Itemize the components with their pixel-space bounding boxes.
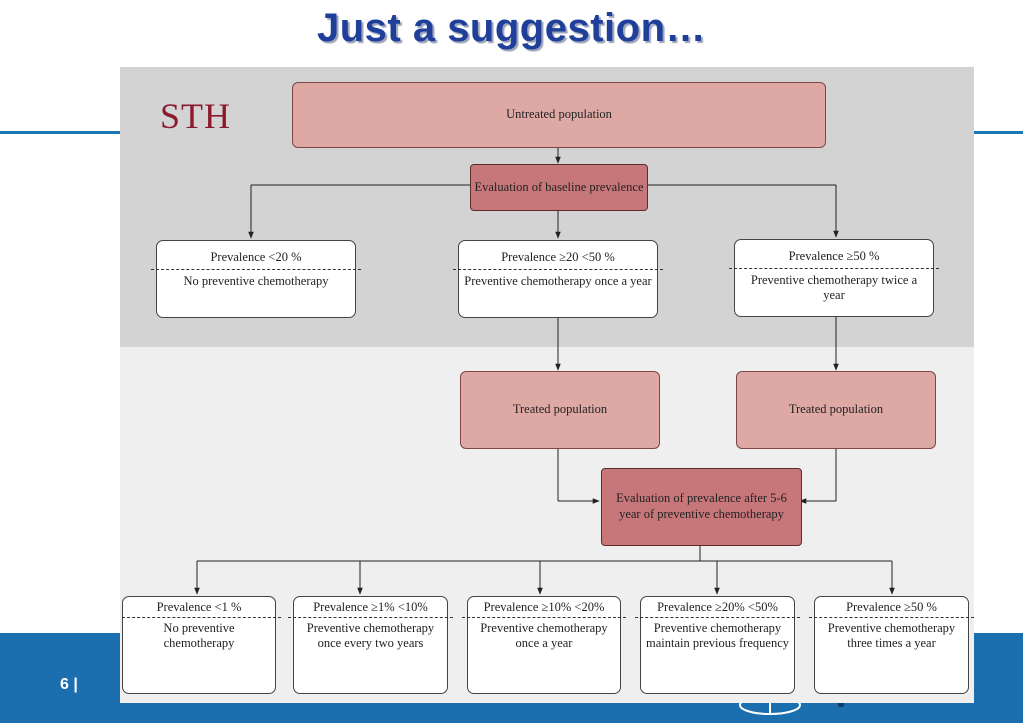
tier-action: Preventive chemotherapy once a year [464, 274, 652, 288]
tier-heading: Prevalence ≥50 % [788, 249, 880, 263]
untreated-population-box: Untreated population [292, 82, 826, 148]
header-rule-left [0, 131, 120, 134]
baseline-tier-mid: Prevalence ≥20 <50 % Preventive chemothe… [453, 240, 663, 318]
dashed-divider [120, 617, 281, 618]
followup-tier-3: Prevalence ≥10% <20% Preventive chemothe… [462, 596, 626, 694]
tier-action: Preventive chemotherapy maintain previou… [645, 621, 789, 650]
dashed-divider [151, 269, 361, 270]
baseline-evaluation-box: Evaluation of baseline prevalence [470, 164, 648, 211]
followup-tier-4: Prevalence ≥20% <50% Preventive chemothe… [635, 596, 800, 694]
tier-heading: Prevalence ≥10% <20% [483, 600, 605, 614]
slide-number: 6 | [60, 676, 78, 693]
treated-population-label: Treated population [788, 402, 884, 417]
tier-action: No preventive chemotherapy [163, 621, 235, 650]
tier-action: Preventive chemotherapy three times a ye… [827, 621, 956, 650]
dashed-divider [453, 269, 663, 270]
tier-heading: Prevalence ≥1% <10% [313, 600, 428, 614]
followup-tier-5: Prevalence ≥50 % Preventive chemotherapy… [809, 596, 974, 694]
sth-label: STH [160, 96, 232, 136]
dashed-divider [462, 617, 626, 618]
tier-action: Preventive chemotherapy once a year [480, 621, 608, 650]
tier-heading: Prevalence <1 % [156, 600, 242, 614]
dashed-divider [635, 617, 800, 618]
header-rule-right [974, 131, 1023, 134]
dashed-divider [809, 617, 974, 618]
dashed-divider [729, 268, 939, 269]
tier-heading: Prevalence <20 % [210, 250, 302, 264]
treated-population-label: Treated population [512, 402, 608, 417]
connectors [194, 147, 895, 595]
followup-tier-2: Prevalence ≥1% <10% Preventive chemother… [288, 596, 453, 694]
slide-title: Just a suggestion… [316, 6, 707, 50]
untreated-population-label: Untreated population [506, 107, 612, 122]
followup-evaluation-box: Evaluation of prevalence after 5-6 year … [601, 468, 802, 546]
tier-action: Preventive chemotherapy twice a year [750, 273, 918, 302]
dashed-divider [288, 617, 453, 618]
followup-tier-1: Prevalence <1 % No preventive chemothera… [120, 596, 281, 694]
flowchart-figure: STH Untreated population Evaluation of b… [120, 67, 974, 703]
baseline-tier-low: Prevalence <20 % No preventive chemother… [151, 240, 361, 318]
tier-heading: Prevalence ≥20 <50 % [501, 250, 615, 264]
treated-population-box-high: Treated population [736, 371, 936, 449]
tier-action: Preventive chemotherapy once every two y… [306, 621, 435, 650]
baseline-tier-high: Prevalence ≥50 % Preventive chemotherapy… [729, 239, 939, 317]
tier-heading: Prevalence ≥50 % [846, 600, 937, 614]
treated-population-box-mid: Treated population [460, 371, 660, 449]
tier-action: No preventive chemotherapy [183, 274, 329, 288]
baseline-evaluation-label: Evaluation of baseline prevalence [474, 179, 644, 194]
tier-heading: Prevalence ≥20% <50% [657, 600, 778, 614]
followup-evaluation-label: Evaluation of prevalence after 5-6 year … [616, 491, 787, 521]
